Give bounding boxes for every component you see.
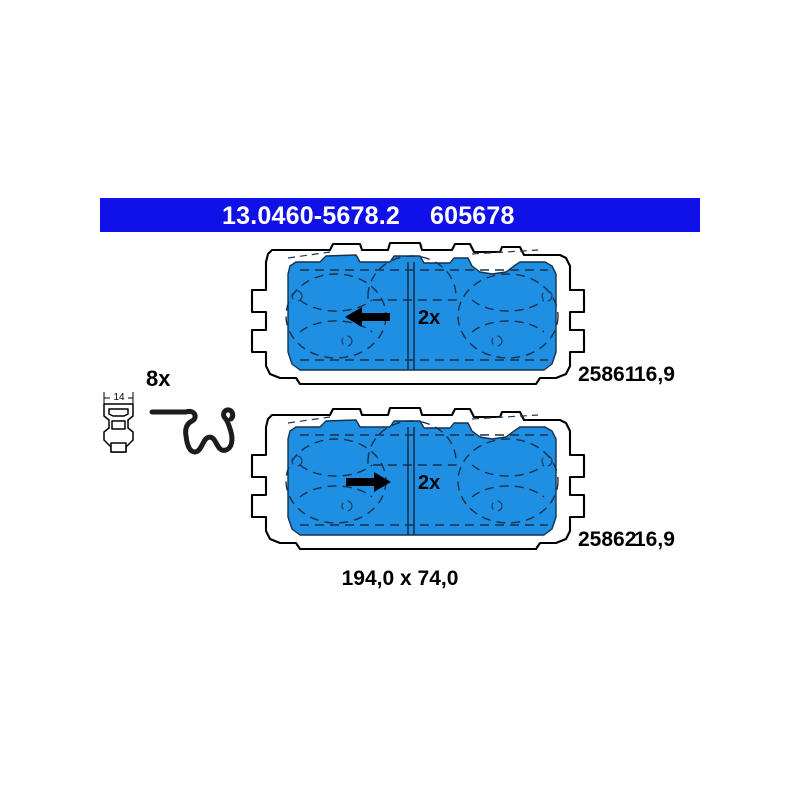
lower-pad-rivet-bottom-left: [341, 500, 353, 512]
lower-pad-direction-arrow: [346, 472, 391, 492]
upper-pad-right-pocket-upper: [471, 299, 545, 312]
lower-pad-right-pocket-upper: [471, 464, 545, 477]
upper-pad-center-arc: [367, 255, 457, 301]
upper-pad-inset-contour: [300, 269, 548, 361]
upper-pad-rivet-top-left: [291, 290, 303, 302]
upper-pad-rivet-bottom-left: [341, 335, 353, 347]
lower-pad-right-pocket-lower: [471, 485, 545, 498]
upper-pad-right-pocket-lower: [471, 320, 545, 333]
upper-pad-friction-material: [287, 254, 557, 371]
brake-pad-clip-icon: [103, 403, 134, 453]
lower-pad-friction-material: [287, 419, 557, 536]
header-bar-background: [100, 198, 700, 232]
header-part-number: 13.0460-5678.2: [222, 202, 400, 230]
accessory-group: 8x 14: [103, 366, 236, 455]
lower-pad-inset-contour: [300, 434, 548, 526]
upper-pad-assembly: 2x 25861 16,9: [250, 241, 675, 386]
upper-pad-left-pocket-upper: [299, 299, 373, 312]
upper-pad-wva-number: 25861: [578, 363, 637, 386]
lower-pad-rivet-bottom-right: [491, 500, 503, 512]
lower-pad-rivet-top-right: [541, 455, 553, 467]
lower-pad-center-arc: [367, 420, 457, 466]
accessory-quantity-label: 8x: [146, 366, 171, 391]
clip-dimension-annotation: 14: [103, 390, 134, 404]
lower-pad-left-pocket-lower: [299, 485, 373, 498]
lower-pad-wva-number: 25862: [578, 528, 636, 551]
header-bar: 13.0460-5678.2 605678: [100, 198, 700, 232]
lower-pad-rivet-top-left: [291, 455, 303, 467]
lower-pad-thickness: 16,9: [634, 528, 675, 551]
retaining-spring-wire-icon: [149, 407, 236, 455]
lower-pad-left-pocket-upper: [299, 464, 373, 477]
upper-pad-rivet-bottom-right: [491, 335, 503, 347]
clip-dimension-value: 14: [113, 392, 125, 403]
upper-pad-quantity-label: 2x: [418, 307, 440, 329]
upper-pad-left-pocket-lower: [299, 320, 373, 333]
lower-pad-right-pocket: [457, 438, 559, 524]
header-reference-number: 605678: [430, 202, 515, 230]
upper-pad-direction-arrow: [345, 307, 390, 327]
lower-pad-quantity-label: 2x: [418, 472, 440, 494]
lower-pad-assembly: 2x 25862 16,9: [250, 406, 675, 551]
upper-pad-thickness: 16,9: [634, 363, 675, 386]
overall-dimension-label: 194,0 x 74,0: [342, 567, 459, 590]
upper-pad-rivet-top-right: [541, 290, 553, 302]
upper-pad-right-pocket: [457, 273, 559, 359]
